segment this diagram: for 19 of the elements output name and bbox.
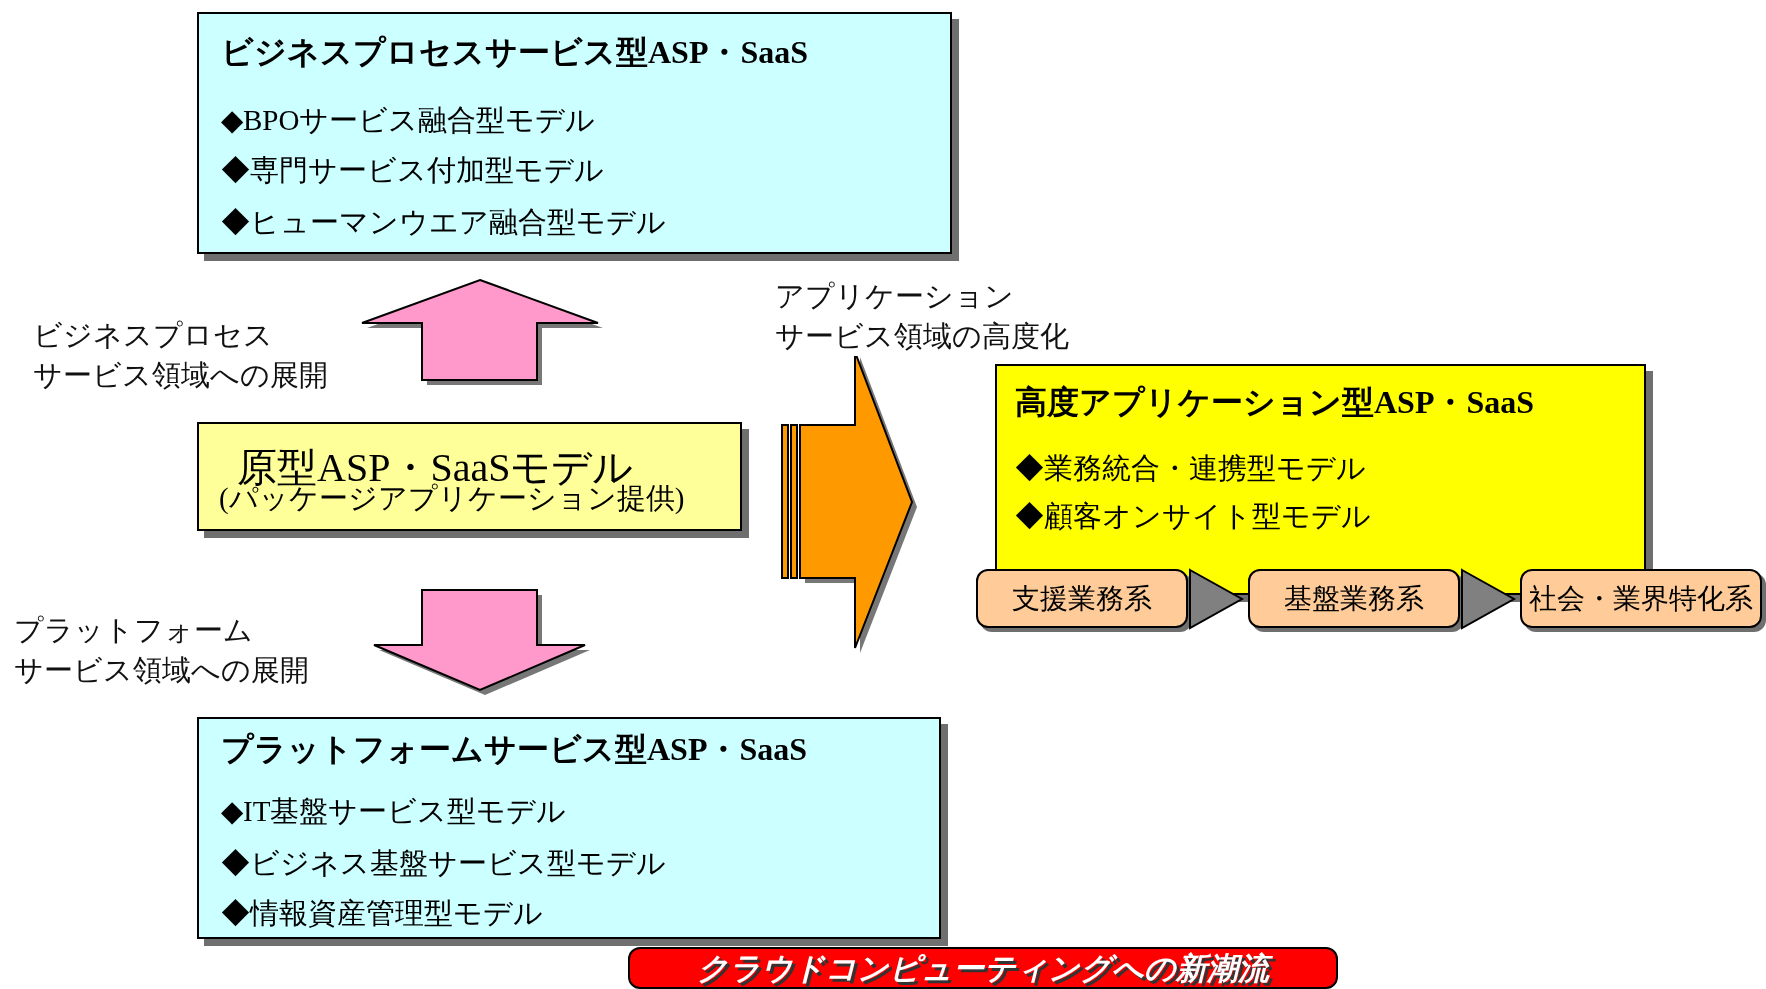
bullet-item: ◆ヒューマンウエア融合型モデル [221,205,666,240]
block-arrow [361,278,603,385]
bullet-item: ◆BPOサービス融合型モデル [221,103,596,138]
bullet-item: ◆情報資産管理型モデル [221,896,543,931]
bullet-item: ◆顧客オンサイト型モデル [1015,499,1371,534]
box-heading: ビジネスプロセスサービス型ASP・SaaS [221,33,809,72]
banner [628,947,1338,989]
block-arrow [373,589,590,695]
tag-label: 基盤業務系 [1284,580,1424,617]
bullet-item: ◆専門サービス付加型モデル [221,153,604,188]
bullet-item: ◆IT基盤サービス型モデル [221,794,567,829]
bullet-item: ◆ビジネス基盤サービス型モデル [221,846,666,881]
triangle-arrow [1461,568,1517,630]
box-heading: 高度アプリケーション型ASP・SaaS [1015,383,1535,422]
bullet-item: ◆業務統合・連携型モデル [1015,451,1366,486]
tag-label: 社会・業界特化系 [1529,580,1753,617]
triangle-arrow [1189,568,1245,630]
box-heading: プラットフォームサービス型ASP・SaaS [221,730,808,769]
tag-label: 支援業務系 [1012,580,1152,617]
